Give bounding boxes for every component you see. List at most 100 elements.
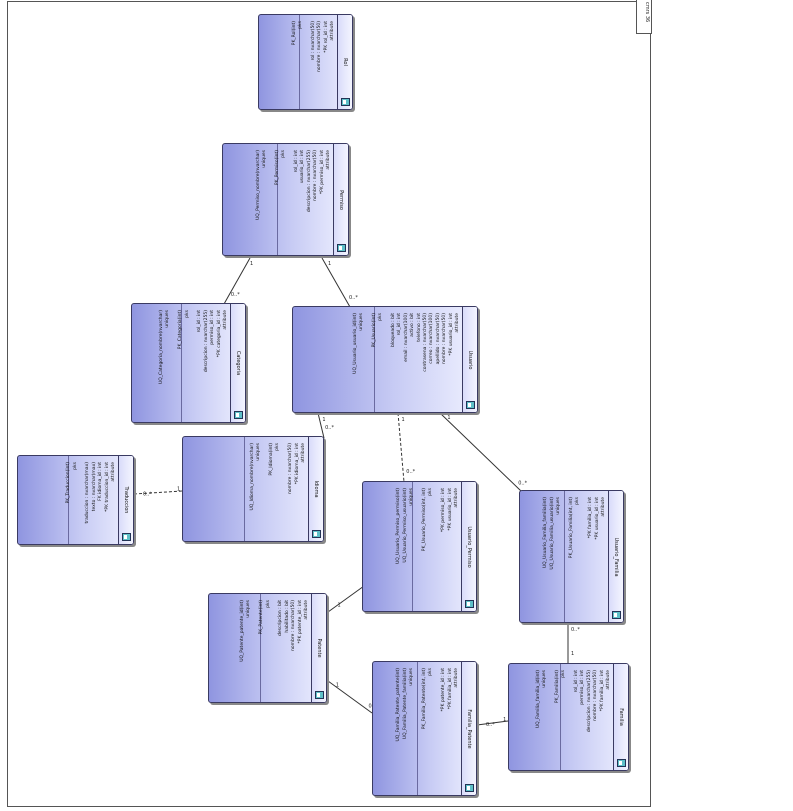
entity-categoria[interactable]: Categoria attribute*PK categoria_id : int… (131, 303, 246, 423)
entity-row: PK_Usuario_Familia(int, int) (569, 497, 574, 559)
entity-row: UQ_Patente_patente_id(int) (240, 600, 245, 662)
entity-row: *PK permiso_id : int (319, 150, 325, 195)
entity-row: rol_id : int (197, 310, 203, 333)
entity-title-bar[interactable]: Familia_Patente (461, 662, 476, 795)
multiplicity-label: 1 (402, 417, 405, 423)
entity-row: uniques (409, 488, 415, 506)
entity-title-bar[interactable]: Idioma (308, 437, 323, 541)
entity-row: pks (575, 497, 581, 505)
multiplicity-label: 0..* (406, 469, 415, 475)
entity-row: attribute (111, 462, 116, 482)
entity-row: telefono : int (416, 313, 422, 342)
entity-row: UQ_Usuario_Permiso_permiso(int) (396, 488, 402, 565)
table-icon (337, 244, 346, 252)
multiplicity-label: 0..* (349, 295, 358, 301)
entity-row: texto : nvarchar(max) (91, 462, 97, 512)
table-icon (466, 401, 475, 409)
multiplicity-label: 0..* (231, 292, 240, 298)
entity-divider (374, 307, 375, 412)
entity-row: contrasena : nvarchar(50) (423, 313, 428, 372)
entity-row: attribute (455, 313, 460, 333)
entity-title-bar[interactable]: Rol (337, 15, 352, 109)
relationship-line[interactable] (321, 257, 351, 308)
entity-divider (299, 15, 300, 109)
entity-row: *PK traduccion_id : int (104, 462, 110, 512)
entity-row: UQ_Usuario_Familia_familia(int) (543, 497, 549, 569)
entity-row: attribute (326, 150, 331, 170)
entity-title: Categoria (235, 350, 241, 376)
relationship-line[interactable] (476, 720, 509, 726)
entity-row: rol_id : int (574, 670, 579, 693)
entity-row: bloqueado : bit (391, 313, 396, 347)
entity-title-bar[interactable]: Categoria (230, 304, 245, 422)
entity-row: permiso_id : int (580, 670, 586, 705)
relationship-line[interactable] (327, 585, 365, 613)
table-icon (465, 784, 474, 792)
entity-row: pks (275, 443, 281, 451)
entity-row: pks (428, 488, 434, 496)
relationship-line[interactable] (327, 680, 373, 714)
entity-row: *PK patente_id : int (441, 668, 447, 712)
relationship-line[interactable] (133, 490, 183, 495)
entity-row: *PK familia_id : int (447, 668, 453, 710)
entity-row: PK_Familia_Patente(int, int) (422, 668, 427, 730)
entity-divider (560, 664, 561, 770)
relationship-line[interactable] (317, 412, 325, 439)
entity-row: uniques (556, 497, 562, 515)
diagram-tab[interactable]: cmrs 36 (636, 0, 652, 34)
entity-row: apellido : nvarchar(50) (435, 313, 441, 365)
entity-divider (564, 491, 565, 622)
entity-title-bar[interactable]: Usuario (462, 307, 477, 412)
entity-title-bar[interactable]: Usuario_Familia (608, 491, 623, 622)
relationship-line[interactable] (223, 257, 251, 305)
table-icon (341, 98, 350, 106)
entity-row: pks (561, 670, 567, 678)
multiplicity-label: 1 (571, 651, 574, 657)
entity-row: nombre : nvarchar(50) (593, 670, 599, 721)
entity-row: PK_Categoria(int) (178, 310, 184, 350)
relationship-line[interactable] (439, 412, 522, 492)
entity-row: attribute (304, 600, 309, 620)
entity-title-bar[interactable]: Patente (311, 594, 326, 702)
entity-title-bar[interactable]: Permiso (333, 144, 348, 255)
entity-divider (412, 482, 413, 611)
entity-row: attribute (454, 668, 459, 688)
entity-usuario-permiso[interactable]: Usuario_Permiso attribute*PK usuario_id :… (362, 481, 477, 612)
entity-row: pks (298, 21, 303, 29)
entity-rows: attribute*PK familia_id : int*PK patente… (373, 662, 460, 795)
entity-title: Familia (618, 708, 624, 726)
entity-row: *PK usuario_id : int (447, 488, 453, 531)
entity-row: PK_Patente(int) (259, 600, 265, 635)
entity-title-bar[interactable]: Traduccion (118, 456, 133, 544)
entity-row: PK_Rol(int) (291, 21, 297, 46)
entity-title: Usuario_Permiso (466, 525, 472, 568)
entity-row: uniques (256, 443, 262, 461)
entity-row: *PK usuario_id : int (448, 313, 454, 356)
entity-row: PK_Traduccion(int) (66, 462, 72, 504)
entity-rows: attribute*PK usuario_id : int*PK familia… (520, 491, 607, 622)
entity-divider (181, 304, 182, 422)
entity-divider (68, 456, 69, 544)
entity-rows: attribute*PK usuario_id : int*PK permiso… (363, 482, 460, 611)
entity-title-bar[interactable]: Familia (613, 664, 628, 770)
entity-row: nombre : nvarchar(50) (442, 313, 448, 364)
multiplicity-label: 0..* (571, 627, 580, 633)
entity-row: *PK idioma_id : int (294, 443, 300, 485)
entity-title-bar[interactable]: Usuario_Permiso (461, 482, 476, 611)
relationship-line[interactable] (397, 412, 405, 483)
entity-row: FK idioma_id : int (98, 462, 104, 501)
